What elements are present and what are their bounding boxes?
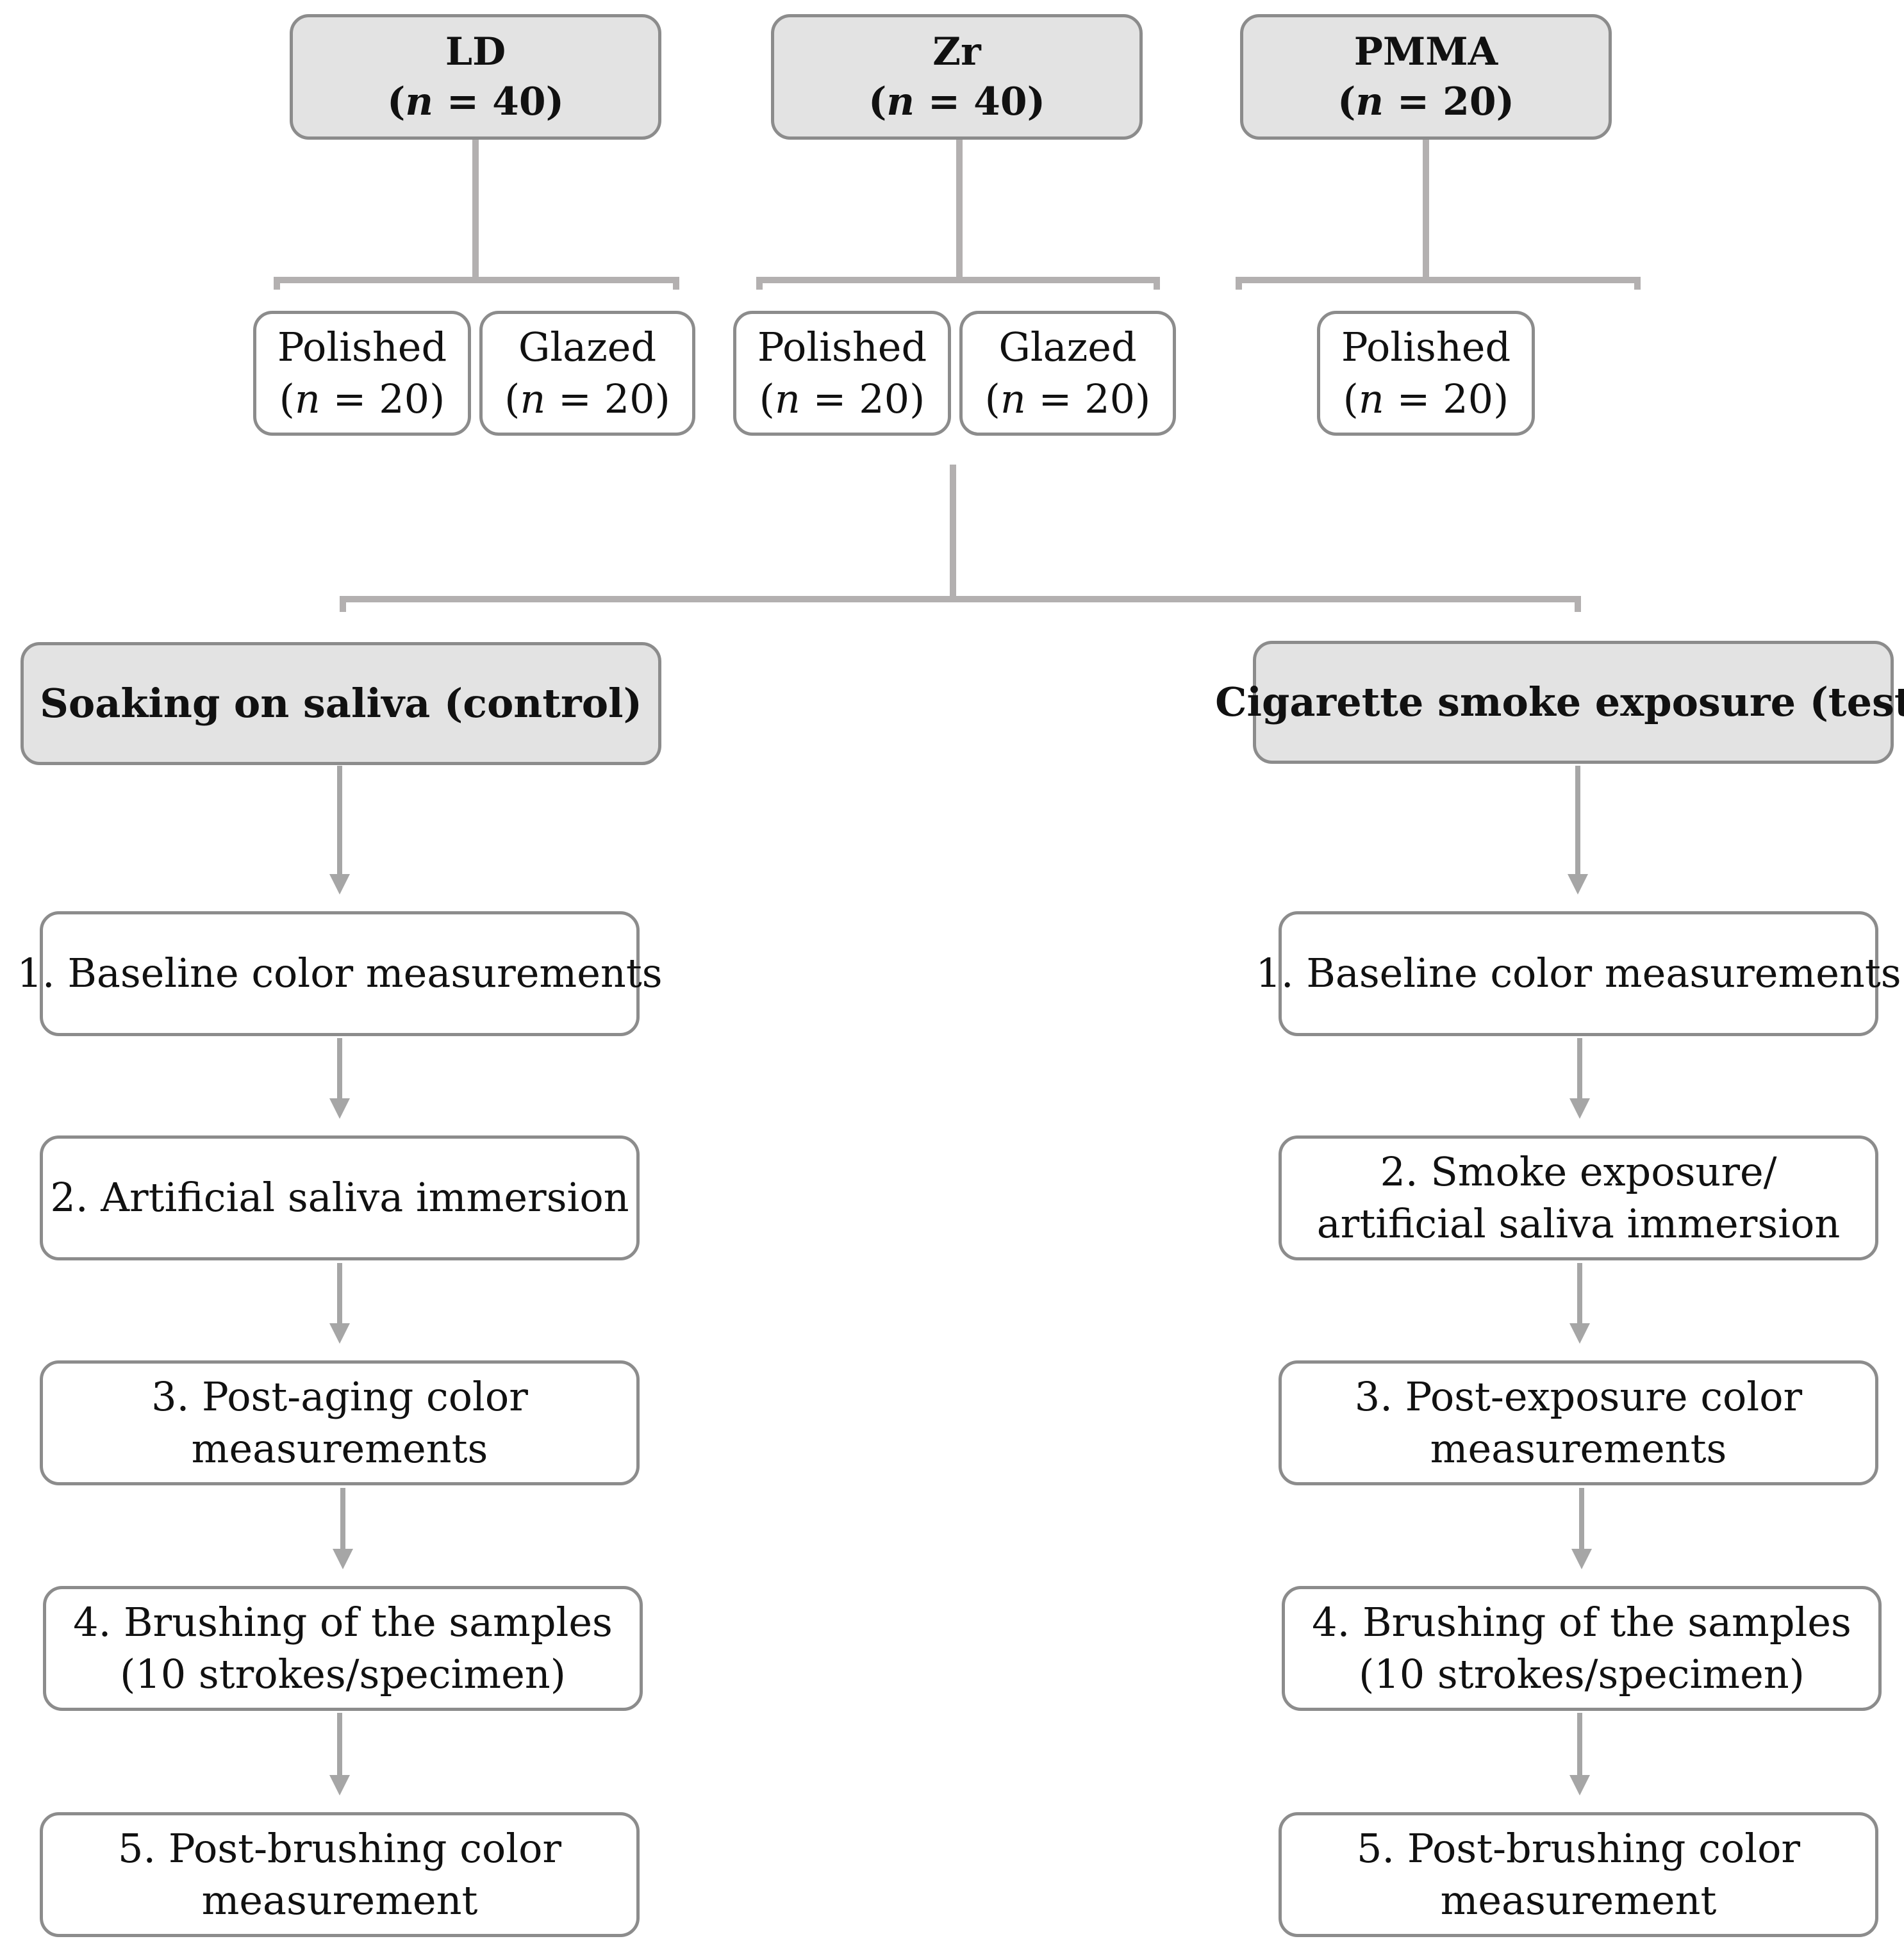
step-line: measurements: [191, 1424, 488, 1472]
surface-count: (n = 20): [1343, 375, 1509, 422]
surface-box-zr-glazed: Glazed (n = 20): [959, 311, 1176, 436]
surface-label: Glazed: [998, 323, 1137, 370]
ld-bracket: [274, 277, 679, 290]
step-line: artificial saliva immersion: [1316, 1200, 1841, 1247]
control-step-5: 5. Post-brushing color measurement: [40, 1812, 640, 1937]
step-line: (10 strokes/specimen): [1359, 1650, 1805, 1697]
surface-label: Polished: [277, 323, 447, 370]
step-line: 3. Post-aging color: [151, 1373, 528, 1420]
surface-box-ld-glazed: Glazed (n = 20): [479, 311, 695, 436]
material-name: Zr: [932, 29, 981, 74]
step-line: (10 strokes/specimen): [120, 1650, 566, 1697]
surface-count: (n = 20): [759, 375, 925, 422]
surface-count: (n = 20): [984, 375, 1151, 422]
step-line: 1. Baseline color measurements: [17, 950, 663, 997]
step-line: 2. Artificial saliva immersion: [50, 1174, 629, 1221]
control-step-3: 3. Post-aging color measurements: [40, 1360, 640, 1485]
step-line: 2. Smoke exposure/: [1380, 1148, 1777, 1195]
step-line: 4. Brushing of the samples: [1312, 1598, 1851, 1646]
test-step-1: 1. Baseline color measurements: [1255, 911, 1901, 1036]
control-group-title: Soaking on saliva (control): [40, 679, 642, 727]
test-step-5: 5. Post-brushing color measurement: [1279, 1812, 1878, 1937]
surface-box-pmma-polished: Polished (n = 20): [1317, 311, 1535, 436]
step-line: 1. Baseline color measurements: [1255, 950, 1901, 997]
control-step-4: 4. Brushing of the samples (10 strokes/s…: [43, 1586, 643, 1711]
step-line: measurement: [201, 1876, 478, 1924]
material-count: (n = 40): [387, 79, 564, 124]
test-step-4: 4. Brushing of the samples (10 strokes/s…: [1282, 1586, 1882, 1711]
material-name: PMMA: [1353, 29, 1498, 74]
material-name: LD: [445, 29, 506, 74]
material-count: (n = 20): [1337, 79, 1514, 124]
surface-label: Polished: [1341, 323, 1511, 370]
control-step-1: 1. Baseline color measurements: [17, 911, 663, 1036]
test-group-title: Cigarette smoke exposure (test): [1215, 678, 1904, 725]
surface-count: (n = 20): [504, 375, 670, 422]
step-line: 5. Post-brushing color: [1356, 1824, 1801, 1872]
control-step-2: 2. Artificial saliva immersion: [40, 1135, 640, 1260]
step-line: 5. Post-brushing color: [117, 1824, 562, 1872]
surface-box-zr-polished: Polished (n = 20): [733, 311, 951, 436]
step-line: 3. Post-exposure color: [1354, 1373, 1803, 1420]
control-group-header: Soaking on saliva (control): [21, 642, 661, 765]
test-step-2: 2. Smoke exposure/ artificial saliva imm…: [1279, 1135, 1878, 1260]
test-group-header: Cigarette smoke exposure (test): [1215, 641, 1904, 764]
step-line: measurement: [1440, 1876, 1717, 1924]
surface-label: Polished: [757, 323, 927, 370]
material-box-pmma: PMMA (n = 20): [1240, 14, 1612, 140]
material-box-zr: Zr (n = 40): [771, 14, 1143, 140]
step-line: 4. Brushing of the samples: [73, 1598, 613, 1646]
surface-box-ld-polished: Polished (n = 20): [253, 311, 471, 436]
surface-count: (n = 20): [279, 375, 445, 422]
material-box-ld: LD (n = 40): [290, 14, 661, 140]
pmma-bracket: [1236, 277, 1641, 290]
step-line: measurements: [1430, 1424, 1727, 1472]
zr-bracket: [756, 277, 1160, 290]
material-count: (n = 40): [868, 79, 1045, 124]
test-step-3: 3. Post-exposure color measurements: [1279, 1360, 1878, 1485]
surface-label: Glazed: [518, 323, 657, 370]
split-bracket: [340, 596, 1581, 612]
